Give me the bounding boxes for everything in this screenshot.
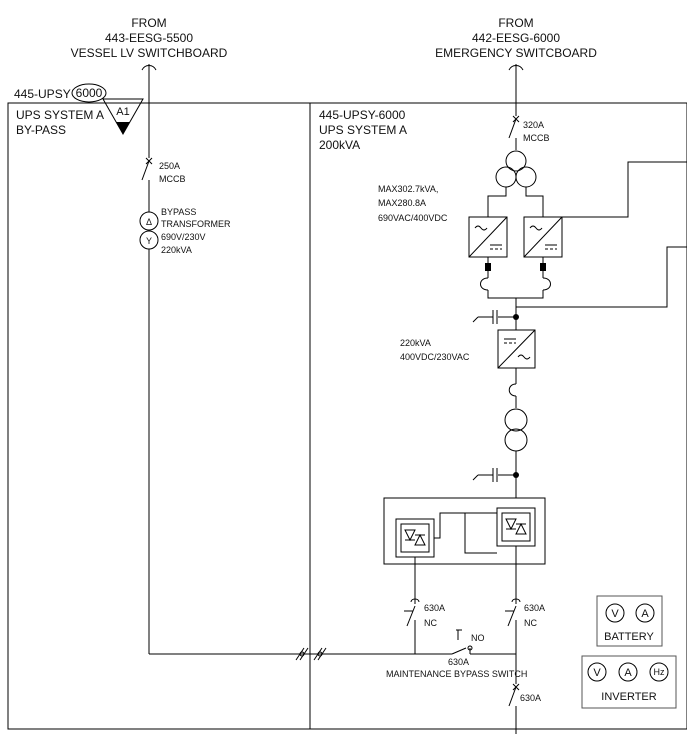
battery-meter-panel: V A BATTERY [596,595,663,647]
ac-capacitor-icon [472,468,498,482]
inverter-switch-state: NC [524,618,537,628]
bypass-nc-switch-icon [404,598,420,654]
wye-symbol: Y [146,236,152,246]
battery-ammeter-icon [635,603,655,623]
ups-panel-border [309,102,687,730]
battery-voltmeter-icon [605,603,625,623]
delta-symbol: Δ [146,217,152,227]
bypass-transformer-label-2: TRANSFORMER [161,219,231,229]
source-right-id: 442-EESG-6000 [472,31,560,45]
maintenance-switch-state: NO [471,633,485,643]
bypass-transformer-label-3: 690V/230V [161,232,206,242]
inverter-v-symbol: V [593,667,601,679]
source-left-from: FROM [131,16,166,30]
tag-bubble-text: 6000 [76,86,103,100]
static-switch-enclosure [383,497,546,565]
bypass-feeder [141,64,153,212]
battery-a-symbol: A [641,608,649,620]
source-right-name: EMERGENCY SWITCBOARD [435,46,597,60]
bypass-bus-break-icon [295,647,327,661]
source-left-id: 443-EESG-5500 [105,31,193,45]
inverter-module-icon [497,329,536,369]
alarm-label: A1 [116,106,129,118]
inverter-nc-switch-icon [505,598,521,684]
bypass-breaker-rating: 250A [159,161,180,171]
battery-label: BATTERY [604,631,654,643]
battery-v-symbol: V [611,608,619,620]
static-switch-link-2 [464,513,497,554]
input-breaker-rating: 320A [523,120,544,130]
static-switch-inverter-icon [496,507,536,547]
source-left-name: VESSEL LV SWITCHBOARD [71,46,228,60]
alarm-marker-icon [116,122,130,134]
rectifier-2-icon [523,216,563,258]
bypass-transformer-label-1: BYPASS [161,207,196,217]
rectifier-spec-1: MAX302.7kVA, [378,184,438,194]
alarm-triangle-icon [102,98,144,136]
bypass-breaker-blade [141,160,150,181]
bypass-transformer-icon: Δ Y [139,211,159,250]
disconnect-2-icon [516,271,551,299]
inverter-switch-rating: 630A [524,603,545,613]
bypass-panel-title-1: UPS SYSTEM A [16,108,104,122]
inverter-frequency-meter-icon [649,662,669,682]
rectifier-spec-3: 690VAC/400VDC [378,213,448,223]
rectifier-spec-2: MAX280.8A [378,198,426,208]
fuse-2-icon [540,263,546,271]
inverter-disconnect-icon [508,383,517,397]
input-breaker-blade [508,118,517,139]
static-switch-link-1 [434,512,497,539]
source-right-header: FROM 442-EESG-6000 EMERGENCY SWITCBOARD [435,16,597,60]
tag-prefix: 445-UPSY [14,87,71,101]
dc-capacitor-icon [472,310,498,324]
inverter-link-line [516,246,687,308]
bypass-breaker-type: MCCB [159,174,186,184]
maintenance-switch-label: MAINTENANCE BYPASS SWITCH [386,669,527,679]
rectifier-1-icon [468,216,508,258]
ups-panel-title-2: 200kVA [319,138,360,152]
inverter-label: INVERTER [601,691,656,703]
bypass-transformer-label-4: 220kVA [161,245,192,255]
source-left-header: FROM 443-EESG-5500 VESSEL LV SWITCHBOARD [71,16,228,60]
static-switch-bypass-icon [395,518,435,558]
output-breaker-icon [508,683,520,734]
input-breaker-type: MCCB [523,133,550,143]
inverter-meter-panel: V A Hz INVERTER [581,655,677,709]
output-breaker-rating: 630A [520,693,541,703]
bypass-panel-border [7,102,311,730]
source-right-from: FROM [498,16,533,30]
ups-panel-id: 445-UPSY-6000 [319,108,406,122]
disconnect-1-icon [480,271,516,299]
inverter-spec-2: 400VDC/230VAC [400,352,470,362]
tag-bubble [71,83,107,103]
inverter-hz-symbol: Hz [654,667,665,677]
bypass-switch-state: NC [424,618,437,628]
battery-link-line [562,161,687,218]
bypass-switch-rating: 630A [424,603,445,613]
inverter-voltmeter-icon [587,662,607,682]
maintenance-bypass-switch-icon [451,629,516,655]
maintenance-switch-rating: 630A [448,657,469,667]
bypass-panel-title-2: BY-PASS [16,123,66,137]
inverter-spec-1: 220kVA [400,338,431,348]
rectifier-transformer-icon [495,150,537,188]
output-transformer-icon [504,408,528,452]
ups-panel-title-1: UPS SYSTEM A [319,123,407,137]
fuse-1-icon [485,263,491,271]
inverter-ammeter-icon [618,662,638,682]
inverter-a-symbol: A [624,667,632,679]
